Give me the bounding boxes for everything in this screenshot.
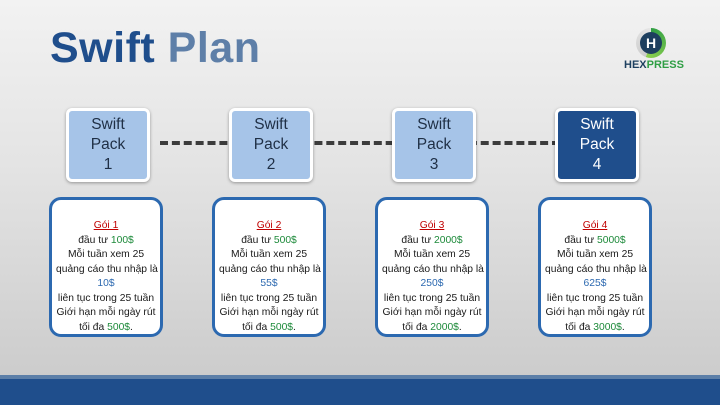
plan-profit: 625$ bbox=[583, 278, 607, 289]
max-suffix: . bbox=[293, 321, 296, 333]
plan-weekly-line1: Mỗi tuần xem 25 bbox=[67, 249, 145, 260]
pack-label: Swift Pack 2 bbox=[253, 116, 289, 173]
plan-card-2: Gói 2 đầu tư 500$ Mỗi tuần xem 25 quảng … bbox=[212, 197, 326, 337]
logo-text-hex: HEX bbox=[624, 59, 647, 71]
plan-weekly-line2: quảng cáo thu nhập là bbox=[219, 263, 321, 275]
title-word-plan: Plan bbox=[167, 24, 261, 72]
max-prefix: tối đa bbox=[242, 321, 271, 333]
invest-prefix: đầu tư bbox=[241, 234, 274, 246]
plan-max: tối đa 500$. bbox=[56, 321, 156, 336]
pack-label: Swift Pack 1 bbox=[90, 116, 126, 173]
plan-weekly-line2: quảng cáo thu nhập là bbox=[545, 263, 647, 275]
max-prefix: tối đa bbox=[565, 321, 594, 333]
plan-name: Gói 1 bbox=[93, 220, 119, 231]
pack-connector-line bbox=[160, 141, 560, 145]
plan-weekly-line2: quảng cáo thu nhập là bbox=[382, 263, 484, 275]
max-prefix: tối đa bbox=[402, 321, 431, 333]
max-amount: 500$ bbox=[107, 321, 131, 333]
plan-duration: liên tục trong 25 tuần bbox=[546, 292, 644, 304]
plan-limit: Giới hạn mỗi ngày rút bbox=[382, 307, 482, 318]
max-amount: 3000$ bbox=[593, 321, 622, 333]
plan-investment: đầu tư 100$ bbox=[56, 234, 156, 249]
plan-duration: liên tục trong 25 tuần bbox=[220, 292, 318, 304]
logo-wordmark: HEXPRESS bbox=[624, 59, 684, 71]
invest-prefix: đầu tư bbox=[564, 234, 597, 246]
plan-investment: đầu tư 500$ bbox=[219, 234, 319, 249]
max-amount: 2000$ bbox=[430, 321, 459, 333]
invest-amount: 500$ bbox=[273, 234, 297, 246]
max-amount: 500$ bbox=[270, 321, 294, 333]
invest-prefix: đầu tư bbox=[401, 234, 434, 246]
logo-letter: H bbox=[645, 35, 657, 51]
pack-box-3: Swift Pack 3 bbox=[392, 108, 476, 182]
max-suffix: . bbox=[130, 321, 133, 333]
plan-name: Gói 2 bbox=[256, 220, 282, 231]
invest-amount: 2000$ bbox=[434, 234, 463, 246]
plan-weekly-line1: Mỗi tuần xem 25 bbox=[393, 249, 471, 260]
plan-name: Gói 4 bbox=[582, 220, 608, 231]
title-word-swift: Swift bbox=[50, 24, 156, 72]
max-suffix: . bbox=[621, 321, 625, 333]
plan-profit: 250$ bbox=[420, 278, 444, 289]
plan-name: Gói 3 bbox=[419, 220, 445, 231]
max-prefix: tối đa bbox=[79, 321, 108, 333]
pack-box-4: Swift Pack 4 bbox=[555, 108, 639, 182]
pack-box-2: Swift Pack 2 bbox=[229, 108, 313, 182]
plan-duration: liên tục trong 25 tuần bbox=[383, 292, 481, 304]
plan-card-1: Gói 1 đầu tư 100$ Mỗi tuần xem 25 quảng … bbox=[49, 197, 163, 337]
invest-prefix: đầu tư bbox=[78, 234, 111, 246]
plan-investment: đầu tư 5000$ bbox=[545, 234, 645, 249]
plan-weekly-line1: Mỗi tuần xem 25 bbox=[230, 249, 308, 260]
pack-box-1: Swift Pack 1 bbox=[66, 108, 150, 182]
plan-investment: đầu tư 2000$ bbox=[382, 234, 482, 249]
plan-weekly-line2: quảng cáo thu nhập là bbox=[56, 263, 158, 275]
max-suffix: . bbox=[458, 321, 462, 333]
plan-weekly-line1: Mỗi tuần xem 25 bbox=[556, 249, 634, 260]
slide-title: Swift Plan bbox=[50, 24, 260, 73]
plan-max: tối đa 2000$. bbox=[382, 321, 482, 336]
footer-bar bbox=[0, 375, 720, 405]
pack-label: Swift Pack 4 bbox=[579, 116, 615, 173]
hexpress-logo: H HEXPRESS bbox=[620, 28, 684, 74]
invest-amount: 100$ bbox=[110, 234, 134, 246]
plan-limit: Giới hạn mỗi ngày rút bbox=[545, 307, 645, 318]
plan-card-4: Gói 4 đầu tư 5000$ Mỗi tuần xem 25 quảng… bbox=[538, 197, 652, 337]
logo-text-press: PRESS bbox=[646, 59, 684, 71]
plan-limit: Giới hạn mỗi ngày rút bbox=[56, 307, 156, 318]
plan-card-3: Gói 3 đầu tư 2000$ Mỗi tuần xem 25 quảng… bbox=[375, 197, 489, 337]
plan-limit: Giới hạn mỗi ngày rút bbox=[219, 307, 319, 318]
plan-profit: 55$ bbox=[260, 278, 278, 289]
plan-duration: liên tục trong 25 tuần bbox=[57, 292, 155, 304]
invest-amount: 5000$ bbox=[597, 234, 626, 246]
plan-max: tối đa 3000$. bbox=[545, 321, 645, 336]
pack-label: Swift Pack 3 bbox=[416, 116, 452, 173]
logo-ring-icon bbox=[636, 28, 666, 58]
plan-max: tối đa 500$. bbox=[219, 321, 319, 336]
plan-profit: 10$ bbox=[97, 278, 115, 289]
